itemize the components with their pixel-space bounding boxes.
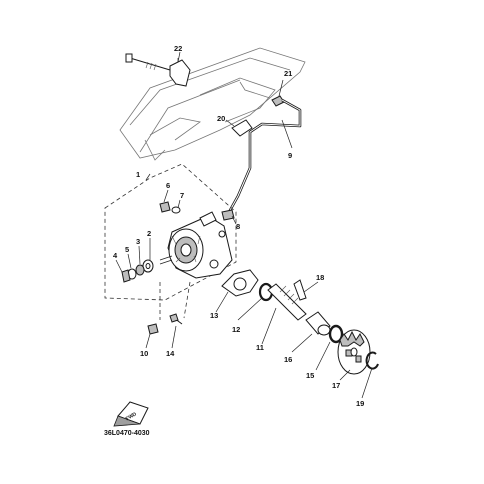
- part-13-gasket: [215, 269, 259, 313]
- label-1: 1: [136, 170, 140, 179]
- front-arrow-label: FWD: [125, 411, 138, 422]
- front-direction-arrow: FWD: [113, 401, 149, 427]
- part-17-driven-gear: [337, 329, 371, 381]
- part-10-washer: [145, 323, 159, 349]
- label-21: 21: [284, 69, 292, 78]
- label-2: 2: [147, 229, 151, 238]
- part-11-drive-shaft: [261, 283, 307, 345]
- part-2-washer: [142, 238, 154, 273]
- label-18: 18: [316, 273, 324, 282]
- label-16: 16: [284, 355, 292, 364]
- label-6: 6: [166, 181, 170, 190]
- part-15-bearing: [315, 324, 344, 371]
- part-20-pipe-clamp: [225, 119, 253, 137]
- part-18-pin: [293, 279, 319, 301]
- label-7: 7: [180, 191, 184, 200]
- part-19-circlip: [361, 351, 379, 399]
- label-11: 11: [256, 343, 264, 352]
- label-10: 10: [140, 349, 148, 358]
- label-13: 13: [210, 311, 218, 320]
- label-17: 17: [332, 381, 340, 390]
- label-14: 14: [166, 349, 175, 358]
- part-14-bolt: [169, 313, 183, 349]
- label-15: 15: [306, 371, 314, 380]
- label-22: 22: [174, 44, 182, 53]
- label-9: 9: [288, 151, 292, 160]
- engine-housing-outline: [119, 47, 306, 161]
- label-12: 12: [232, 325, 240, 334]
- oil-pump-body: [159, 211, 233, 279]
- part-6-screw: [159, 189, 171, 213]
- label-4: 4: [113, 251, 118, 260]
- part-8-hose-clip: [221, 209, 237, 225]
- label-8: 8: [236, 222, 240, 231]
- part-3-spacer: [135, 245, 145, 276]
- part-22-bolt-clamp: [125, 51, 191, 87]
- part-5-washer: [127, 253, 137, 280]
- label-5: 5: [125, 245, 129, 254]
- part-21-bolt: [271, 79, 285, 107]
- part-7-washer: [171, 199, 181, 214]
- drawing-code: 36L0470-4030: [104, 430, 150, 437]
- part-4-nut: [115, 259, 131, 283]
- part-16-collar: [291, 311, 331, 353]
- part-number-labels: 22 21 20 9 1 6 7 8 2 3 5 4 13 12 11 18 1…: [113, 44, 364, 408]
- label-20: 20: [217, 114, 225, 123]
- label-3: 3: [136, 237, 140, 246]
- part-9-oil-pipe: [226, 98, 302, 215]
- label-19: 19: [356, 399, 364, 408]
- assembly-boundary-dashed: [104, 163, 237, 301]
